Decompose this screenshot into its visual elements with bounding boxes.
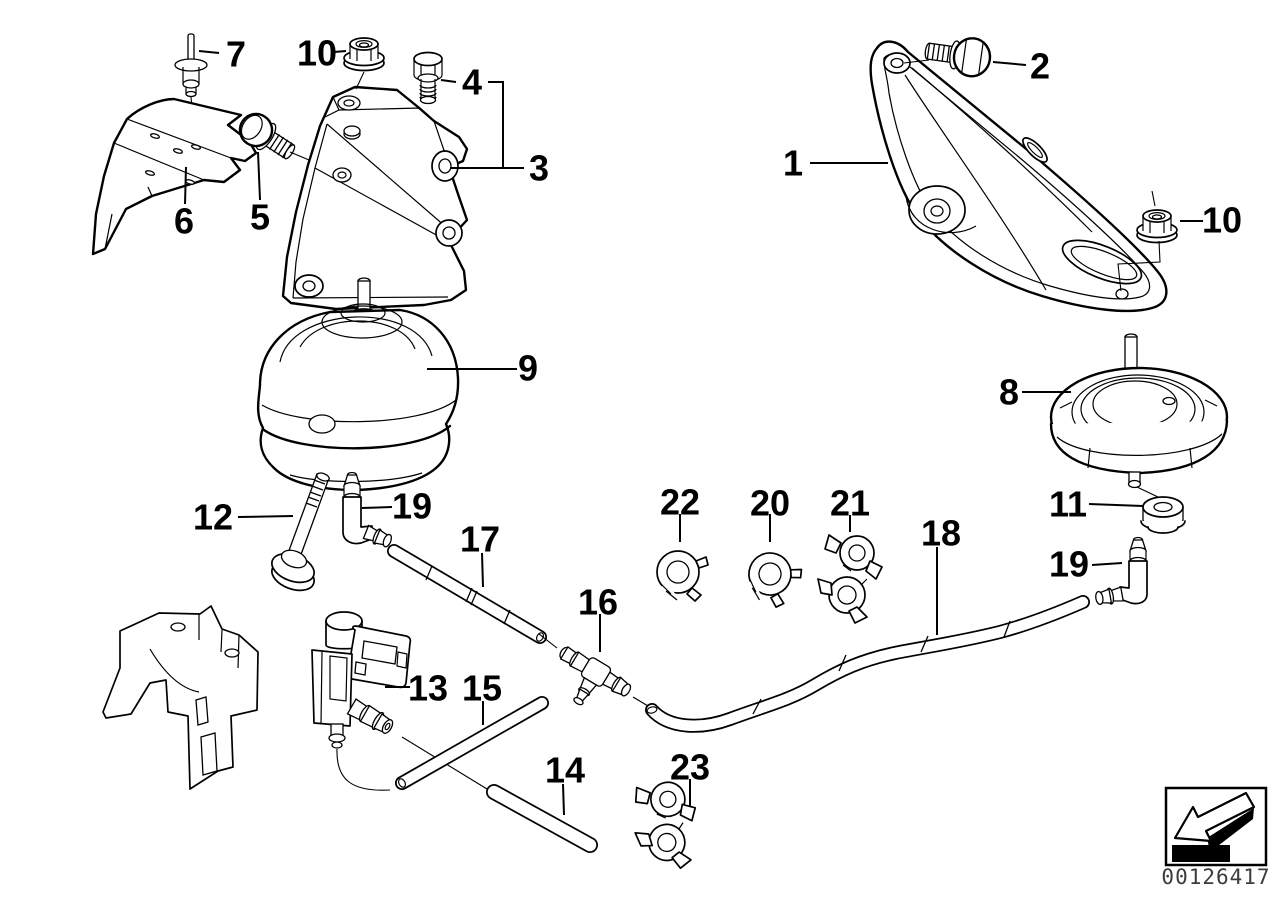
callout-leader-19a <box>361 506 393 509</box>
callout-leader-17 <box>481 552 484 588</box>
callout-label-23[interactable]: 23 <box>670 747 710 788</box>
callout-leader-5 <box>257 151 261 201</box>
callout-label-22[interactable]: 22 <box>660 482 700 523</box>
part-1-engine-bracket-right <box>869 40 1168 313</box>
callout-leader-12 <box>237 515 294 518</box>
callout-leader-11 <box>1088 503 1144 507</box>
callout-leader-10a <box>333 50 347 53</box>
stamp: 00126417 <box>1161 786 1270 889</box>
part-2-bolt <box>903 37 992 78</box>
callout-label-4[interactable]: 4 <box>462 62 482 103</box>
part-5-bolt <box>238 112 341 174</box>
part-16-t-connector <box>538 633 649 707</box>
callout-label-19b[interactable]: 19 <box>1049 544 1089 585</box>
part-19-elbow-right <box>1095 536 1148 606</box>
part-10-nut-left <box>343 37 385 90</box>
callout-label-21[interactable]: 21 <box>830 483 870 524</box>
part-21-clip <box>817 534 883 624</box>
callout-leader-7 <box>198 50 220 54</box>
callout-label-1[interactable]: 1 <box>783 143 803 184</box>
part-15-hose <box>395 696 549 790</box>
callout-label-12[interactable]: 12 <box>193 497 233 538</box>
part-6-support-bracket <box>91 97 258 256</box>
callout-label-20[interactable]: 20 <box>750 483 790 524</box>
callout-label-6[interactable]: 6 <box>174 201 194 242</box>
part-19-elbow-left <box>342 471 393 548</box>
callout-label-16[interactable]: 16 <box>578 582 618 623</box>
callout-label-15[interactable]: 15 <box>462 668 502 709</box>
part-3-engine-bracket <box>281 85 469 311</box>
callout-label-7[interactable]: 7 <box>226 34 246 75</box>
back-arrow-icon[interactable] <box>1172 791 1256 862</box>
callout-leader-6 <box>184 166 187 205</box>
callout-label-3[interactable]: 3 <box>529 148 549 189</box>
part-18-hose <box>645 595 1090 733</box>
callout-label-10a[interactable]: 10 <box>297 33 337 74</box>
callout-label-5[interactable]: 5 <box>250 197 270 238</box>
callout-leader-14 <box>562 783 565 816</box>
cover-bracket <box>102 605 259 790</box>
callout-leader-19b <box>1091 562 1123 566</box>
part-8-engine-mount-right <box>1049 333 1229 498</box>
part-10-nut-right <box>1117 190 1178 292</box>
part-13-solenoid-valve <box>311 611 488 791</box>
part-14-hose <box>486 784 598 853</box>
callout-label-13[interactable]: 13 <box>408 668 448 709</box>
part-12-bolt <box>271 472 330 592</box>
callout-label-14[interactable]: 14 <box>545 750 585 791</box>
callout-label-11[interactable]: 11 <box>1049 484 1087 525</box>
callout-label-10b[interactable]: 10 <box>1202 200 1242 241</box>
part-17-hose <box>387 544 547 644</box>
part-4-bolt <box>413 51 443 105</box>
callout-label-2[interactable]: 2 <box>1030 46 1050 87</box>
callout-label-18[interactable]: 18 <box>921 513 961 554</box>
callout-label-17[interactable]: 17 <box>460 519 500 560</box>
part-11-grommet <box>1140 496 1186 534</box>
callout-label-19a[interactable]: 19 <box>392 486 432 527</box>
part-9-engine-mount-left <box>256 277 460 492</box>
part-23-clip <box>625 775 708 877</box>
callout-leader-2 <box>992 61 1027 66</box>
callout-leader-4 <box>440 79 457 83</box>
part-20-clip <box>740 547 805 611</box>
callout-label-9[interactable]: 9 <box>518 348 538 389</box>
diagram-code: 00126417 <box>1161 865 1270 889</box>
callout-label-8[interactable]: 8 <box>999 372 1019 413</box>
callout-leader-4-1 <box>488 81 504 168</box>
part-22-clip <box>657 551 708 601</box>
